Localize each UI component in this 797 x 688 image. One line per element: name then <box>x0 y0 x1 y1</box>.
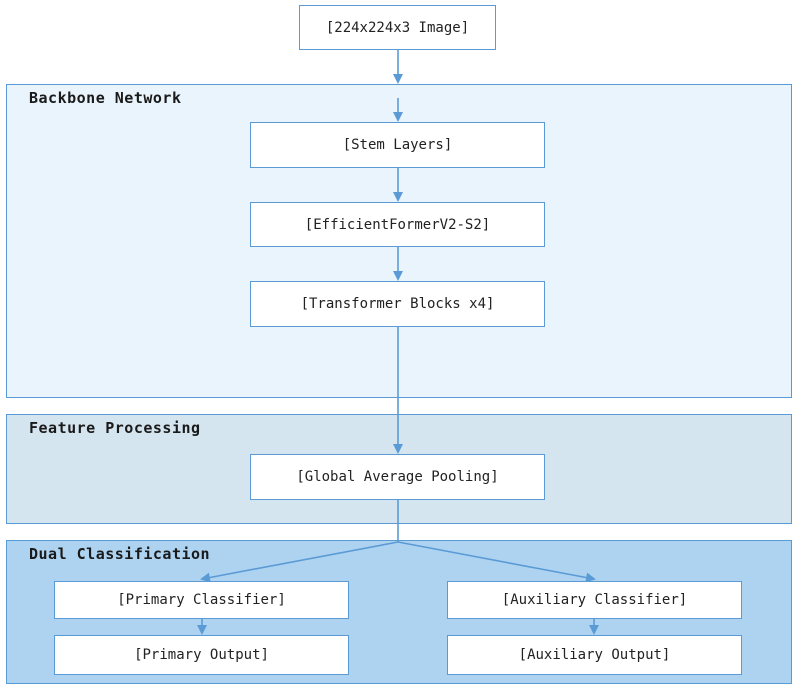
feature-processing-section: Feature Processing <box>6 414 792 524</box>
global-average-pooling-label: [Global Average Pooling] <box>296 469 499 485</box>
efficientformer-node: [EfficientFormerV2-S2] <box>250 202 545 247</box>
auxiliary-output-node: [Auxiliary Output] <box>447 635 742 675</box>
backbone-network-title: Backbone Network <box>29 89 182 107</box>
global-average-pooling-node: [Global Average Pooling] <box>250 454 545 500</box>
efficientformer-label: [EfficientFormerV2-S2] <box>304 216 491 233</box>
dual-classification-title: Dual Classification <box>29 545 211 563</box>
transformer-blocks-node: [Transformer Blocks x4] <box>250 281 545 327</box>
input-image-node: [224x224x3 Image] <box>299 5 496 50</box>
stem-layers-label: [Stem Layers] <box>342 137 453 153</box>
feature-processing-title: Feature Processing <box>29 419 201 437</box>
primary-output-node: [Primary Output] <box>54 635 349 675</box>
auxiliary-classifier-label: [Auxiliary Classifier] <box>501 592 688 608</box>
transformer-blocks-label: [Transformer Blocks x4] <box>300 296 495 312</box>
primary-classifier-label: [Primary Classifier] <box>117 592 286 608</box>
auxiliary-classifier-node: [Auxiliary Classifier] <box>447 581 742 619</box>
primary-output-label: [Primary Output] <box>134 647 269 663</box>
auxiliary-output-label: [Auxiliary Output] <box>518 647 671 663</box>
stem-layers-node: [Stem Layers] <box>250 122 545 168</box>
input-image-label: [224x224x3 Image] <box>325 19 470 36</box>
primary-classifier-node: [Primary Classifier] <box>54 581 349 619</box>
